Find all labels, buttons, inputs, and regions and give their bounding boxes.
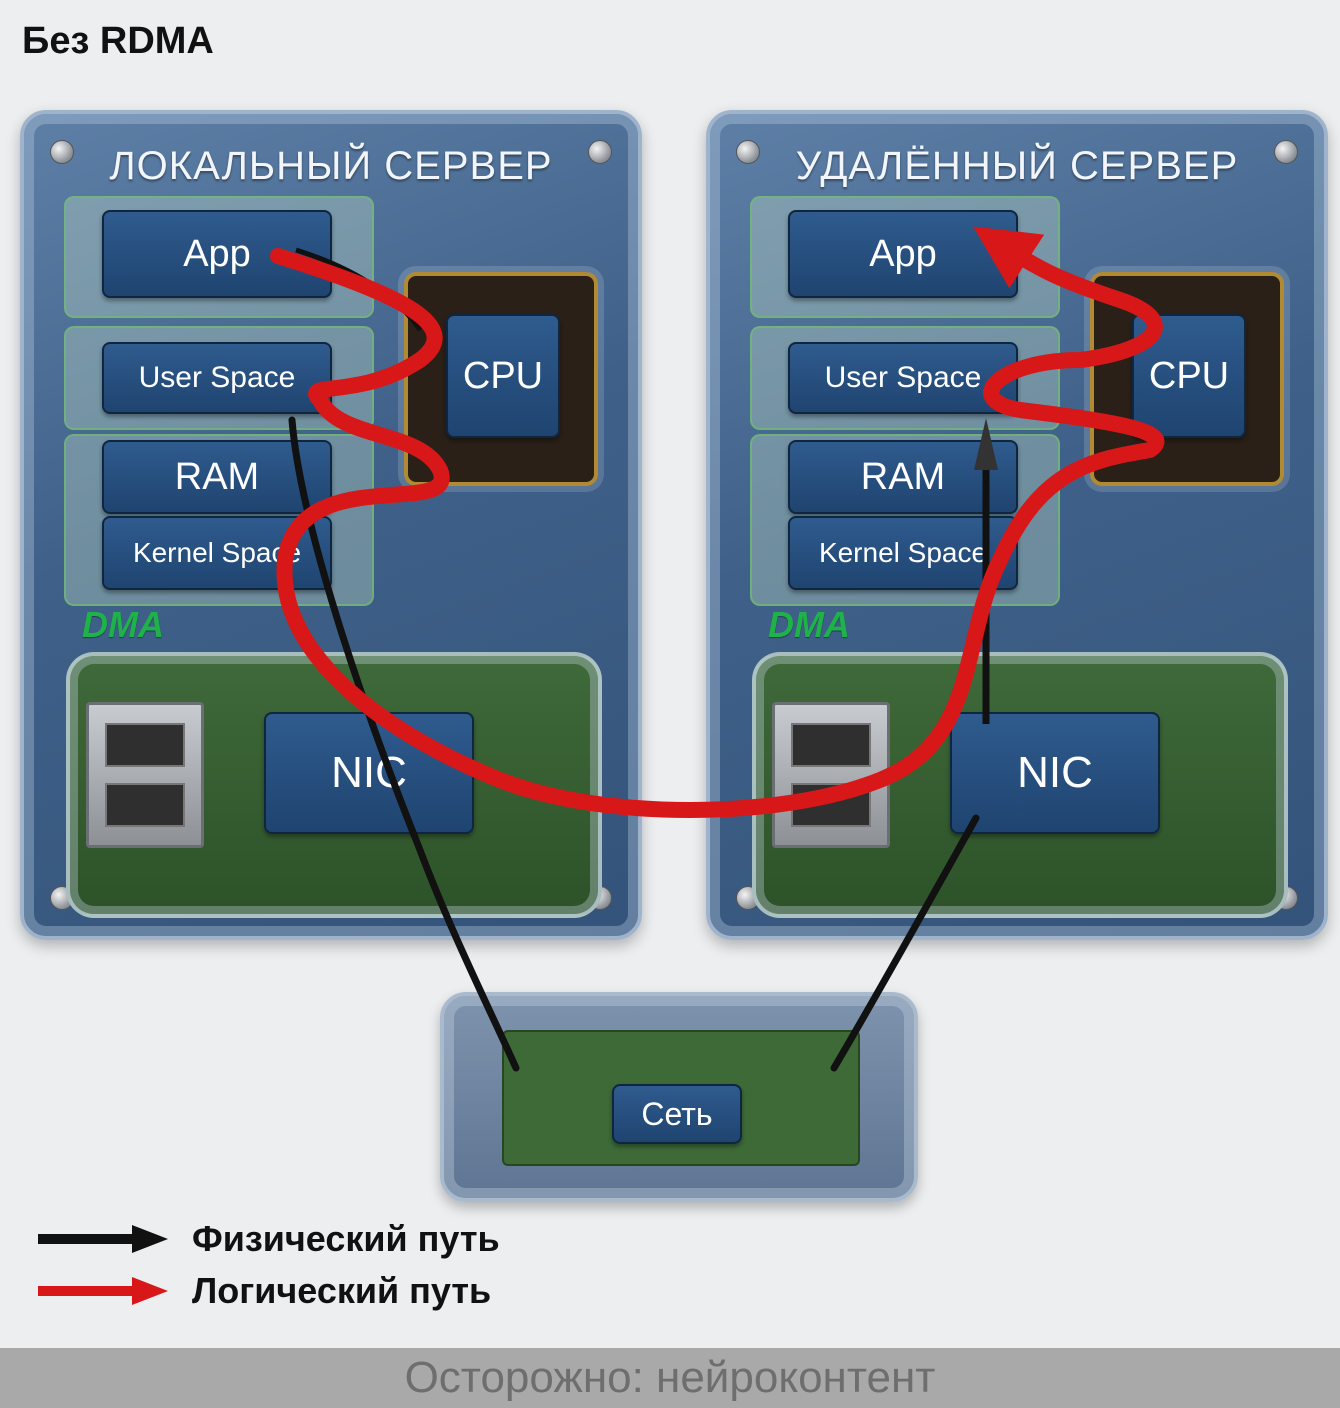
nic-chip: NIC xyxy=(950,712,1160,834)
black-arrow-icon xyxy=(38,1225,168,1253)
screw-icon xyxy=(736,140,760,164)
network-device: Сеть xyxy=(440,992,918,1202)
kernel-space-chip: Kernel Space xyxy=(788,516,1018,590)
physical-path-left xyxy=(288,416,520,1072)
red-arrow-icon xyxy=(38,1277,168,1305)
screw-icon xyxy=(588,140,612,164)
legend-physical: Физический путь xyxy=(36,1218,500,1260)
logical-path xyxy=(270,226,1165,818)
legend-logical: Логический путь xyxy=(36,1270,491,1312)
physical-path-right xyxy=(830,814,980,1072)
user-space-chip: User Space xyxy=(102,342,332,414)
dma-label: DMA xyxy=(82,604,164,645)
network-chip: Сеть xyxy=(612,1084,742,1144)
screw-icon xyxy=(1274,140,1298,164)
diagram-title: Без RDMA xyxy=(22,20,214,62)
remote-server-title: УДАЛЁННЫЙ СЕРВЕР xyxy=(795,144,1239,188)
dma-label: DMA xyxy=(768,604,850,645)
local-server-title: ЛОКАЛЬНЫЙ СЕРВЕР xyxy=(109,144,553,188)
local-server: ЛОКАЛЬНЫЙ СЕРВЕР App User Space RAM Kern… xyxy=(20,110,642,940)
user-space-chip: User Space xyxy=(788,342,1018,414)
nic-chip: NIC xyxy=(264,712,474,834)
cpu-chip: CPU xyxy=(446,314,560,438)
legend-logical-label: Логический путь xyxy=(192,1270,492,1311)
cpu-chip: CPU xyxy=(1132,314,1246,438)
screw-icon xyxy=(50,140,74,164)
physical-path-remote-tip xyxy=(974,418,998,470)
legend-physical-label: Физический путь xyxy=(192,1218,500,1259)
ethernet-port-icon xyxy=(86,702,204,848)
footer-banner: Осторожно: нейроконтент xyxy=(0,1348,1340,1408)
